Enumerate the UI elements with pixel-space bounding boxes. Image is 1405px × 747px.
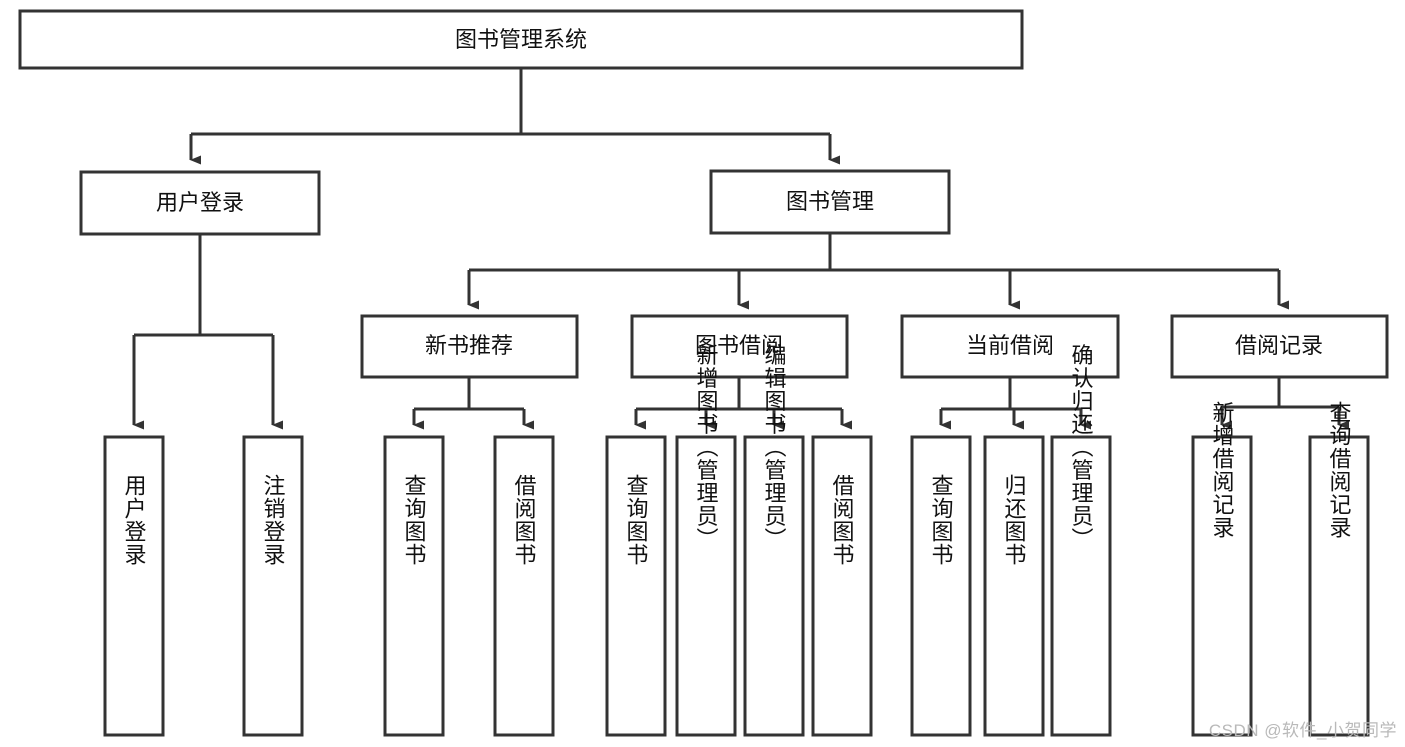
node-book-manage-box[interactable]: [709, 169, 951, 235]
node-leaf-query-record[interactable]: 查询借阅记录: [1308, 401, 1370, 737]
node-new-book-rec[interactable]: 新书推荐: [360, 314, 579, 379]
node-leaf-logout[interactable]: 注销登录: [242, 435, 304, 737]
watermark-label: CSDN @软件_小贺同学: [1208, 721, 1397, 740]
node-book-manage[interactable]: 图书管理: [709, 169, 951, 235]
node-leaf-query-book-1-label: 查询图书: [402, 474, 427, 566]
node-leaf-query-book-2-box[interactable]: [605, 435, 667, 737]
node-leaf-add-record-box[interactable]: [1191, 435, 1253, 737]
node-leaf-add-record[interactable]: 新增借阅记录: [1191, 401, 1253, 737]
node-leaf-add-book-admin[interactable]: 新增图书（管理员）: [675, 344, 737, 737]
node-leaf-return-book-label: 归还图书: [1002, 474, 1027, 566]
node-leaf-borrow-book-1-label: 借阅图书: [512, 474, 537, 566]
node-leaf-confirm-return-admin[interactable]: 确认归还（管理员）: [1050, 344, 1112, 737]
connector-group: [132, 68, 1349, 430]
node-book-borrow-box[interactable]: [630, 314, 849, 379]
node-book-manage-label: 图书管理: [786, 189, 874, 214]
node-leaf-return-book-box[interactable]: [983, 435, 1045, 737]
node-leaf-query-book-2-label: 查询图书: [624, 474, 649, 566]
node-root-box[interactable]: [18, 9, 1024, 70]
node-leaf-return-book[interactable]: 归还图书: [983, 435, 1045, 737]
node-leaf-query-book-3-label: 查询图书: [929, 474, 954, 566]
node-leaf-borrow-book-2-label: 借阅图书: [830, 474, 855, 566]
node-borrow-record-box[interactable]: [1170, 314, 1389, 379]
node-current-borrow[interactable]: 当前借阅: [900, 314, 1120, 379]
node-borrow-record[interactable]: 借阅记录: [1170, 314, 1389, 379]
node-user-login-box[interactable]: [79, 170, 321, 236]
node-leaf-query-book-2[interactable]: 查询图书: [605, 435, 667, 737]
node-leaf-confirm-return-admin-box[interactable]: [1050, 435, 1112, 737]
node-current-borrow-label: 当前借阅: [966, 333, 1054, 358]
node-leaf-logout-box[interactable]: [242, 435, 304, 737]
node-new-book-rec-box[interactable]: [360, 314, 579, 379]
node-leaf-query-record-label: 查询借阅记录: [1327, 401, 1352, 539]
node-leaf-query-book-3[interactable]: 查询图书: [910, 435, 972, 737]
node-leaf-confirm-return-admin-label: 确认归还（管理员）: [1069, 344, 1094, 551]
node-leaf-user-login-box[interactable]: [103, 435, 165, 737]
node-borrow-record-label: 借阅记录: [1235, 333, 1323, 358]
node-current-borrow-box[interactable]: [900, 314, 1120, 379]
node-leaf-query-book-3-box[interactable]: [910, 435, 972, 737]
node-leaf-query-book-1-box[interactable]: [383, 435, 445, 737]
node-leaf-add-book-admin-box[interactable]: [675, 435, 737, 737]
node-leaf-borrow-book-1[interactable]: 借阅图书: [493, 435, 555, 737]
node-root-label: 图书管理系统: [455, 27, 587, 52]
node-leaf-user-login-label: 用户登录: [122, 474, 147, 566]
node-book-borrow-label: 图书借阅: [695, 333, 783, 358]
node-root[interactable]: 图书管理系统: [18, 9, 1024, 70]
node-leaf-logout-label: 注销登录: [261, 474, 286, 566]
node-leaf-edit-book-admin[interactable]: 编辑图书（管理员）: [743, 344, 805, 737]
node-user-login-label: 用户登录: [156, 190, 244, 215]
node-leaf-query-record-box[interactable]: [1308, 435, 1370, 737]
node-leaf-query-book-1[interactable]: 查询图书: [383, 435, 445, 737]
node-user-login[interactable]: 用户登录: [79, 170, 321, 236]
node-leaf-add-record-label: 新增借阅记录: [1210, 401, 1235, 539]
node-leaf-user-login[interactable]: 用户登录: [103, 435, 165, 737]
node-leaf-add-book-admin-label: 新增图书（管理员）: [694, 344, 719, 551]
node-leaf-borrow-book-2[interactable]: 借阅图书: [811, 435, 873, 737]
node-leaf-borrow-book-2-box[interactable]: [811, 435, 873, 737]
node-leaf-edit-book-admin-box[interactable]: [743, 435, 805, 737]
node-leaf-edit-book-admin-label: 编辑图书（管理员）: [762, 344, 787, 551]
node-leaf-borrow-book-1-box[interactable]: [493, 435, 555, 737]
node-new-book-rec-label: 新书推荐: [425, 333, 513, 358]
node-book-borrow[interactable]: 图书借阅: [630, 314, 849, 379]
